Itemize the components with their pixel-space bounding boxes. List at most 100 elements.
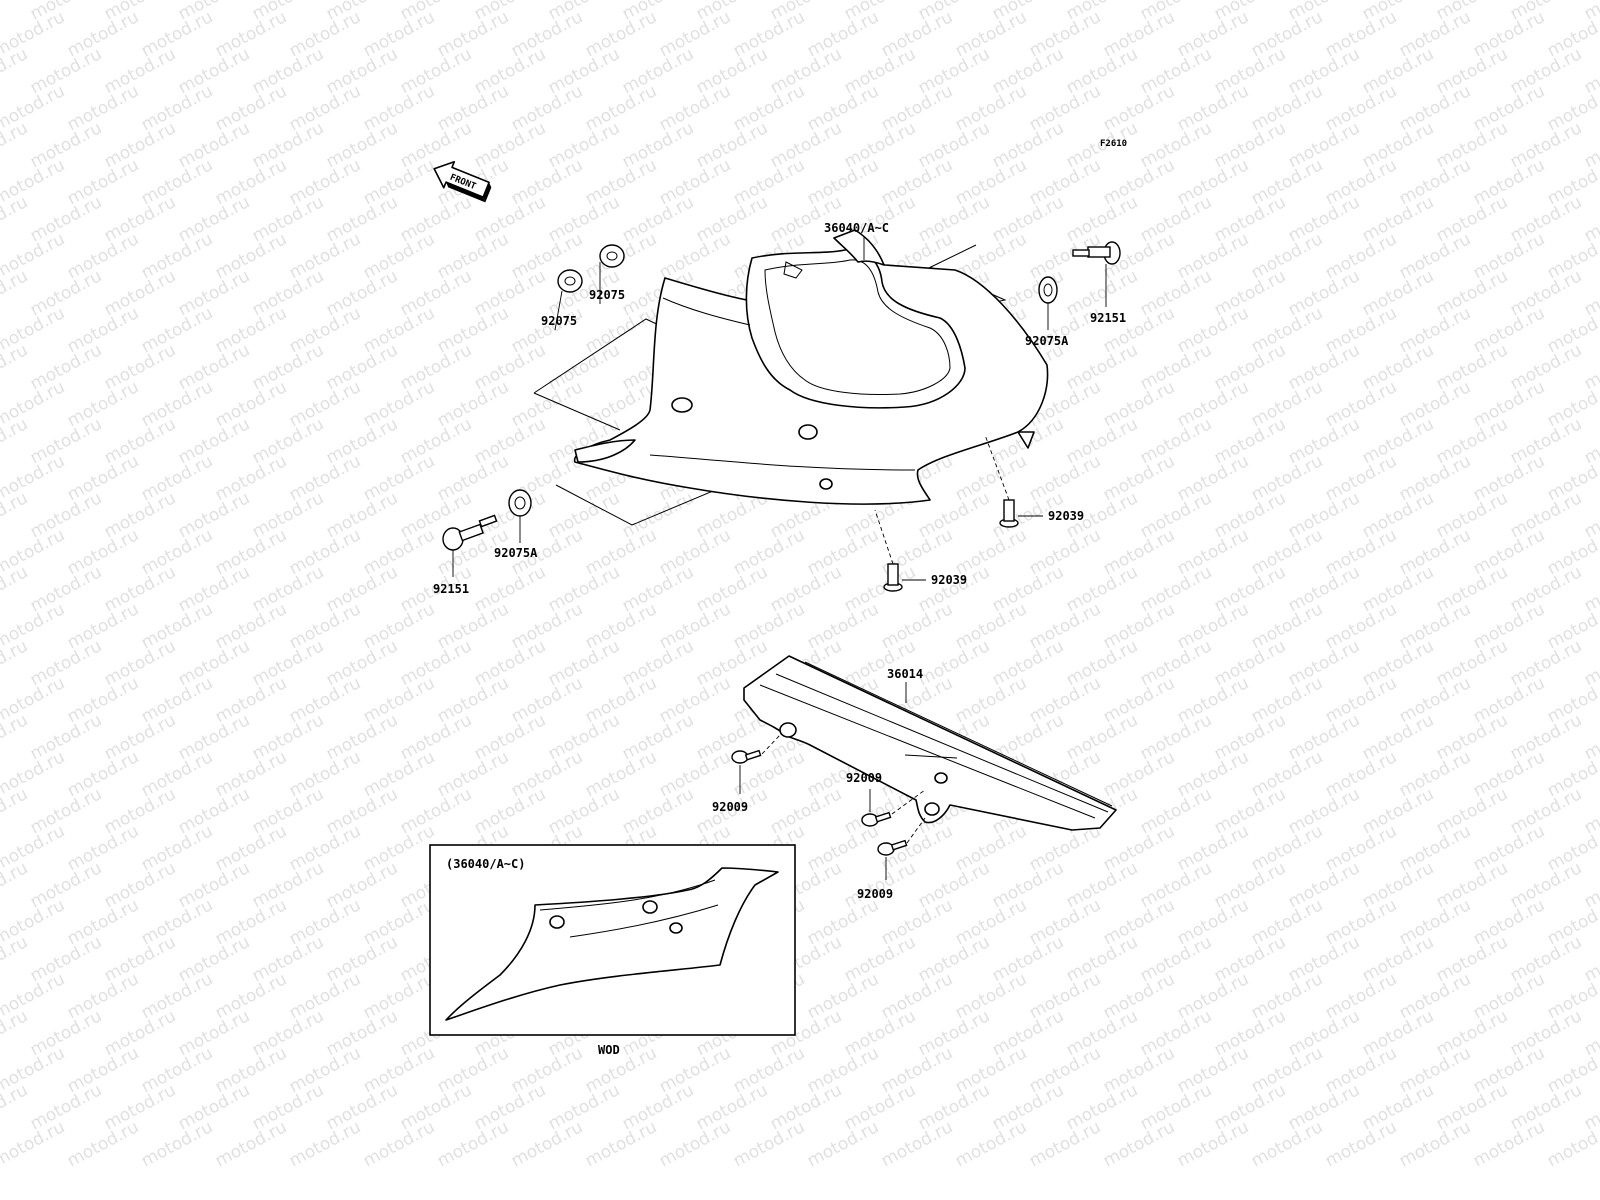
watermark-text: motod.ru bbox=[323, 784, 401, 838]
watermark-text: motod.ru bbox=[434, 303, 512, 357]
watermark-text: motod.ru bbox=[1211, 192, 1289, 246]
watermark-text: motod.ru bbox=[212, 969, 290, 1023]
watermark-text: motod.ru bbox=[1248, 525, 1326, 579]
leader-lines-upper bbox=[452, 236, 1107, 581]
watermark-text: motod.ru bbox=[138, 155, 216, 209]
watermark-text: motod.ru bbox=[1507, 636, 1585, 690]
watermark-text: motod.ru bbox=[1470, 155, 1548, 209]
watermark-text: motod.ru bbox=[138, 525, 216, 579]
watermark-text: motod.ru bbox=[138, 229, 216, 283]
watermark-text: motod.ru bbox=[1470, 525, 1548, 579]
watermark-text: motod.ru bbox=[841, 44, 919, 98]
watermark-text: motod.ru bbox=[101, 118, 179, 172]
watermark-text: motod.ru bbox=[434, 747, 512, 801]
watermark-text: motod.ru bbox=[1470, 747, 1548, 801]
watermark-text: motod.ru bbox=[1433, 562, 1511, 616]
watermark-text: motod.ru bbox=[1322, 377, 1400, 431]
chain-cover bbox=[743, 655, 1117, 831]
watermark-text: motod.ru bbox=[323, 44, 401, 98]
watermark-text: motod.ru bbox=[730, 155, 808, 209]
watermark-text: motod.ru bbox=[989, 118, 1067, 172]
watermark-text: motod.ru bbox=[1248, 599, 1326, 653]
watermark-text: motod.ru bbox=[1470, 451, 1548, 505]
watermark-text: motod.ru bbox=[360, 969, 438, 1023]
watermark-text: motod.ru bbox=[1026, 673, 1104, 727]
watermark-text: motod.ru bbox=[545, 488, 623, 542]
watermark-text: motod.ru bbox=[1322, 969, 1400, 1023]
watermark-text: motod.ru bbox=[1211, 932, 1289, 986]
watermark-text: motod.ru bbox=[212, 303, 290, 357]
watermark-text: motod.ru bbox=[1396, 377, 1474, 431]
watermark-text: motod.ru bbox=[1211, 488, 1289, 542]
watermark-text: motod.ru bbox=[323, 488, 401, 542]
watermark-text: motod.ru bbox=[286, 747, 364, 801]
watermark-text: motod.ru bbox=[1470, 1117, 1548, 1171]
bolt-92151-right bbox=[1072, 241, 1121, 265]
watermark-text: motod.ru bbox=[767, 118, 845, 172]
watermark-text: motod.ru bbox=[730, 7, 808, 61]
watermark-text: motod.ru bbox=[471, 784, 549, 838]
watermark-text: motod.ru bbox=[619, 710, 697, 764]
label-92075-upper: 92075 bbox=[589, 288, 625, 302]
watermark-text: motod.ru bbox=[249, 266, 327, 320]
watermark-text: motod.ru bbox=[1470, 969, 1548, 1023]
watermark-text: motod.ru bbox=[545, 710, 623, 764]
watermark-text: motod.ru bbox=[1396, 599, 1474, 653]
watermark-text: motod.ru bbox=[360, 377, 438, 431]
watermark-text: motod.ru bbox=[1470, 895, 1548, 949]
watermark-text: motod.ru bbox=[582, 525, 660, 579]
watermark-text: motod.ru bbox=[1470, 229, 1548, 283]
watermark-text: motod.ru bbox=[1322, 229, 1400, 283]
watermark-text: motod.ru bbox=[1359, 44, 1437, 98]
watermark-text: motod.ru bbox=[508, 377, 586, 431]
watermark-text: motod.ru bbox=[64, 599, 142, 653]
label-92075a-left: 92075A bbox=[494, 546, 538, 560]
watermark-text: motod.ru bbox=[1026, 599, 1104, 653]
watermark-text: motod.ru bbox=[323, 562, 401, 616]
watermark-text: motod.ru bbox=[1100, 525, 1178, 579]
watermark-text: motod.ru bbox=[545, 44, 623, 98]
watermark-text: motod.ru bbox=[471, 562, 549, 616]
watermark-text: motod.ru bbox=[360, 451, 438, 505]
watermark-text: motod.ru bbox=[434, 1043, 512, 1097]
watermark-text: motod.ru bbox=[1396, 229, 1474, 283]
watermark-text: motod.ru bbox=[693, 118, 771, 172]
watermark-text: motod.ru bbox=[619, 562, 697, 616]
watermark-text: motod.ru bbox=[1137, 858, 1215, 912]
watermark-text: motod.ru bbox=[101, 858, 179, 912]
watermark-text: motod.ru bbox=[286, 895, 364, 949]
watermark-text: motod.ru bbox=[434, 599, 512, 653]
watermark-text: motod.ru bbox=[249, 192, 327, 246]
watermark-text: motod.ru bbox=[1322, 7, 1400, 61]
watermark-text: motod.ru bbox=[360, 155, 438, 209]
watermark-text: motod.ru bbox=[1063, 1006, 1141, 1060]
watermark-text: motod.ru bbox=[1211, 710, 1289, 764]
watermark-text: motod.ru bbox=[101, 1080, 179, 1134]
watermark-text: motod.ru bbox=[693, 1080, 771, 1134]
watermark-text: motod.ru bbox=[138, 599, 216, 653]
watermark-text: motod.ru bbox=[323, 636, 401, 690]
watermark-text: motod.ru bbox=[582, 81, 660, 135]
watermark-text: motod.ru bbox=[471, 1080, 549, 1134]
watermark-text: motod.ru bbox=[138, 895, 216, 949]
watermark-text: motod.ru bbox=[1359, 266, 1437, 320]
watermark-text: motod.ru bbox=[952, 81, 1030, 135]
watermark-text: motod.ru bbox=[1100, 451, 1178, 505]
watermark-text: motod.ru bbox=[1285, 710, 1363, 764]
watermark-text: motod.ru bbox=[175, 710, 253, 764]
watermark-text: motod.ru bbox=[0, 414, 31, 468]
watermark-text: motod.ru bbox=[286, 303, 364, 357]
watermark-text: motod.ru bbox=[323, 710, 401, 764]
watermark-text: motod.ru bbox=[212, 821, 290, 875]
watermark-text: motod.ru bbox=[1470, 599, 1548, 653]
watermark-text: motod.ru bbox=[323, 340, 401, 394]
watermark-text: motod.ru bbox=[0, 1006, 31, 1060]
watermark-text: motod.ru bbox=[804, 525, 882, 579]
watermark-text: motod.ru bbox=[138, 1043, 216, 1097]
watermark-text: motod.ru bbox=[989, 1080, 1067, 1134]
screw-92039-center bbox=[883, 563, 903, 592]
watermark-text: motod.ru bbox=[1322, 81, 1400, 135]
watermark-text: motod.ru bbox=[656, 673, 734, 727]
watermark-text: motod.ru bbox=[249, 636, 327, 690]
watermark-text: motod.ru bbox=[286, 377, 364, 431]
